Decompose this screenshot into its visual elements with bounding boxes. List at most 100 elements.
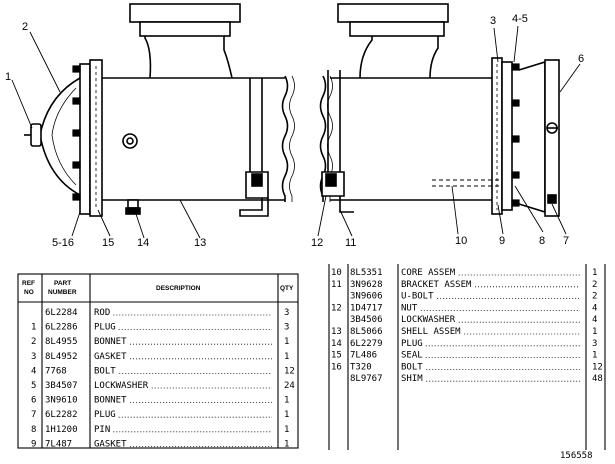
callout-2: 2 [22,21,28,33]
row-part-number: 3B4506 [350,315,383,325]
row-part-number: 3N9606 [350,292,383,302]
row-qty: 1 [284,425,289,435]
row-ref: 13 [331,327,342,337]
row-part-number: 7L487 [45,439,72,449]
row-qty: 24 [284,381,295,391]
table-row: 16 T320 BOLT 12 [331,362,603,372]
row-qty: 1 [284,439,289,449]
callout-11: 11 [345,237,356,249]
row-qty: 12 [284,366,295,376]
row-ref: 11 [331,280,342,290]
row-part-number: 6L2282 [45,410,78,420]
row-ref: 9 [31,439,36,449]
row-qty: 1 [592,351,597,361]
row-ref: 5 [31,381,36,391]
row-part-number: 3N9628 [350,280,383,290]
table-row: 12 1D4717 NUT 4 [331,303,597,313]
row-ref: 8 [31,425,36,435]
table-row: 8 1H1200 PIN 1 [31,425,289,435]
callout-5-16: 5-16 [52,237,74,249]
row-part-number: 3N9610 [45,396,78,406]
header-number: NUMBER [48,289,77,296]
callout-1: 1 [5,71,11,83]
row-description: PIN [94,425,110,435]
row-description: NUT [401,303,418,313]
row-qty: 3 [284,323,289,333]
row-qty: 1 [592,327,597,337]
row-description: PLUG [94,410,116,420]
table-row: 4 7768 BOLT 12 [31,366,295,376]
row-qty: 12 [592,362,603,372]
row-qty: 4 [592,303,597,313]
header-qty: QTY [280,285,294,292]
row-ref: 2 [31,337,36,347]
row-part-number: 3B4507 [45,381,78,391]
row-qty: 1 [284,410,289,420]
row-description: BOLT [94,366,116,376]
row-part-number: 7768 [45,366,67,376]
header-description: DESCRIPTION [156,285,201,292]
row-part-number: 7L486 [350,351,377,361]
row-description: SEAL [401,351,423,361]
callout-15: 15 [102,237,114,249]
callout-14: 14 [137,237,149,249]
row-ref: 16 [331,362,342,372]
row-part-number: T320 [350,362,372,372]
callout-4-5: 4-5 [512,13,528,25]
row-part-number: 8L5351 [350,268,383,278]
row-part-number: 8L4952 [45,352,78,362]
row-ref: 1 [31,323,36,333]
row-description: LOCKWASHER [94,381,149,391]
header-ref: REF [22,280,35,287]
callout-leaders [11,25,581,239]
row-description: ROD [94,308,110,318]
row-description: BONNET [94,396,127,406]
row-part-number: 1H1200 [45,425,78,435]
row-ref: 14 [331,339,342,349]
table-row: 3 8L4952 GASKET 1 [31,352,289,362]
row-description: LOCKWASHER [401,315,456,325]
row-ref: 4 [31,366,36,376]
table-row: 5 3B4507 LOCKWASHER 24 [31,381,295,391]
row-part-number: 8L9767 [350,374,383,384]
row-description: GASKET [94,352,127,362]
row-part-number: 6L2279 [350,339,383,349]
row-description: BRACKET ASSEM [401,280,472,290]
row-qty: 3 [592,339,597,349]
row-ref: 12 [331,303,342,313]
row-part-number: 8L4955 [45,337,78,347]
callout-6: 6 [578,53,584,65]
figure-number: 156558 [560,451,593,461]
row-description: BOLT [401,362,423,372]
parts-table-left: REF NO PART NUMBER DESCRIPTION QTY 6L228… [17,273,299,449]
callout-10: 10 [455,235,467,247]
callout-13: 13 [194,237,206,249]
callout-3: 3 [490,15,496,27]
row-description: BONNET [94,337,127,347]
row-description: CORE ASSEM [401,268,456,278]
row-part-number: 6L2286 [45,323,78,333]
row-ref: 15 [331,351,342,361]
row-part-number: 1D4717 [350,303,383,313]
row-description: SHIM [401,374,423,384]
callout-labels: 1 2 5-16 15 14 13 3 4-5 6 7 8 9 10 11 12 [5,13,584,249]
header-part: PART [54,280,71,287]
row-qty: 1 [284,352,289,362]
callout-8: 8 [539,235,545,247]
row-qty: 3 [284,308,289,318]
row-ref: 10 [331,268,342,278]
right-cooler-drawing [319,3,560,217]
row-ref: 6 [31,396,36,406]
table-row: 15 7L486 SEAL 1 [331,351,597,361]
row-ref: 3 [31,352,36,362]
